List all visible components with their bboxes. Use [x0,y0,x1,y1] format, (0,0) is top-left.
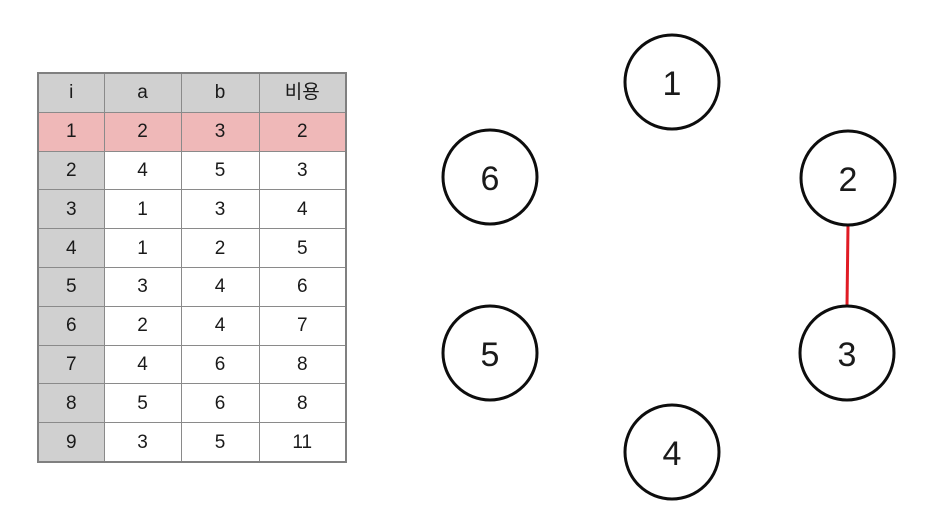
table-header: i a b 비용 [37,72,347,113]
graph-node-6[interactable]: 6 [441,128,539,226]
node-circle[interactable] [799,129,897,227]
node-circle[interactable] [623,403,721,501]
cell-index: 9 [37,422,105,463]
cell-cost: 7 [258,305,347,346]
table-row: 6 2 4 7 [37,305,347,346]
node-circle[interactable] [623,33,721,131]
node-label: 6 [481,160,500,198]
cell-a: 4 [103,150,182,191]
graph-node-2[interactable]: 2 [799,129,897,227]
cell-a: 3 [103,266,182,307]
table-row: 9 3 5 11 [37,422,347,463]
graph-panel: 1 2 3 4 5 6 [370,0,936,524]
cell-b: 4 [180,305,260,346]
graph-edge-2-3 [845,224,850,307]
cell-index: 7 [37,344,105,385]
node-circle[interactable] [441,304,539,402]
graph-node-3[interactable]: 3 [798,304,896,402]
cell-b: 3 [180,189,260,230]
cell-a: 3 [103,422,182,463]
cell-index: 6 [37,305,105,346]
cell-cost: 6 [258,266,347,307]
cell-index: 4 [37,228,105,268]
node-label: 3 [838,336,857,374]
cell-cost: 8 [258,383,347,424]
column-header-cost: 비용 [258,72,347,113]
cell-cost: 11 [258,422,347,463]
node-label: 2 [839,161,858,199]
cell-b: 5 [180,422,260,463]
cell-a: 1 [103,228,182,268]
cost-table: i a b 비용 1 2 3 2 2 4 5 3 3 1 3 4 4 1 2 5 [37,72,347,463]
node-circle[interactable] [441,128,539,226]
column-header-b: b [180,72,260,113]
table-row: 5 3 4 6 [37,266,347,307]
graph-node-4[interactable]: 4 [623,403,721,501]
cell-index: 8 [37,383,105,424]
graph-canvas: 1 2 3 4 5 6 [441,33,897,501]
cell-a: 4 [103,344,182,385]
graph-node-5[interactable]: 5 [441,304,539,402]
cell-cost: 2 [258,111,347,152]
node-label: 5 [481,336,500,374]
cell-b: 6 [180,383,260,424]
column-header-i: i [37,72,105,113]
table-body: 1 2 3 2 2 4 5 3 3 1 3 4 4 1 2 5 5 3 4 6 [37,111,347,463]
cell-cost: 8 [258,344,347,385]
cell-a: 5 [103,383,182,424]
cell-a: 2 [103,305,182,346]
column-header-a: a [103,72,182,113]
node-label: 1 [663,65,682,103]
cell-b: 3 [180,111,260,152]
node-circle[interactable] [798,304,896,402]
table-row: 3 1 3 4 [37,189,347,230]
graph-node-1[interactable]: 1 [623,33,721,131]
cell-a: 2 [103,111,182,152]
table-row: 8 5 6 8 [37,383,347,424]
cell-a: 1 [103,189,182,230]
cell-index: 3 [37,189,105,230]
cell-cost: 3 [258,150,347,191]
cell-cost: 5 [258,228,347,268]
cell-index: 5 [37,266,105,307]
cell-b: 2 [180,228,260,268]
table-header-row: i a b 비용 [37,72,347,113]
node-label: 4 [663,435,682,473]
cell-b: 6 [180,344,260,385]
table-row: 2 4 5 3 [37,150,347,191]
cell-b: 4 [180,266,260,307]
table-row: 4 1 2 5 [37,228,347,268]
cell-index: 1 [37,111,105,152]
cell-cost: 4 [258,189,347,230]
table-row: 7 4 6 8 [37,344,347,385]
table-row: 1 2 3 2 [37,111,347,152]
cell-b: 5 [180,150,260,191]
cell-index: 2 [37,150,105,191]
